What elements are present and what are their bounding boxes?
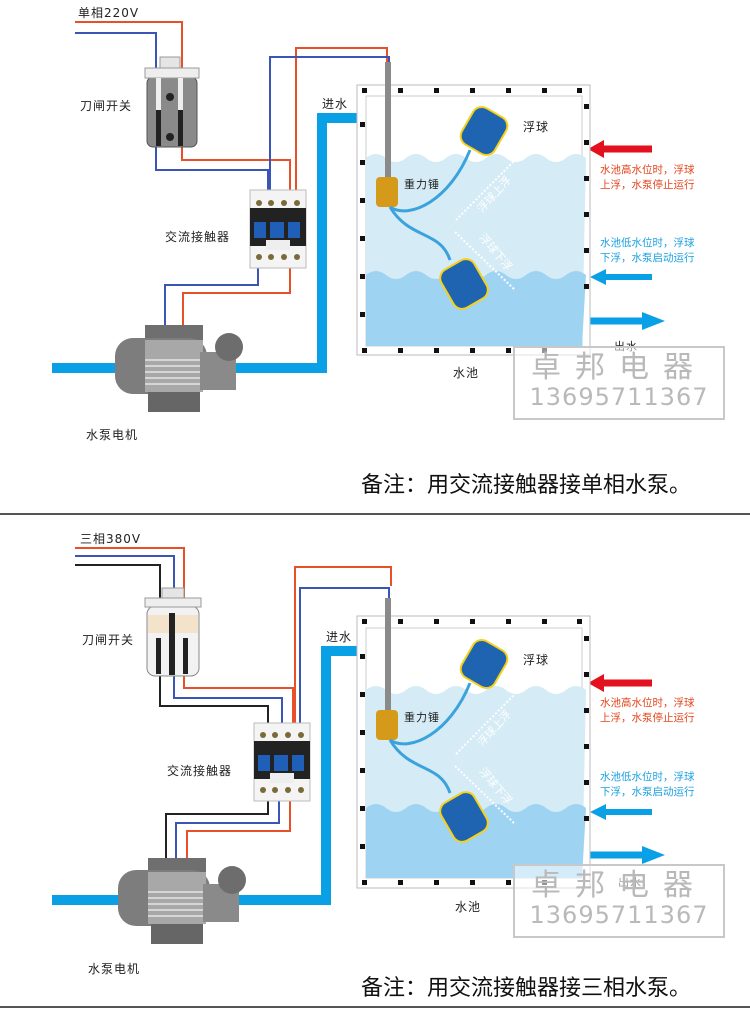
tank-label: 水池 — [455, 900, 482, 914]
wire-red-input — [75, 21, 291, 195]
pump-motor — [115, 325, 243, 412]
three-phase-diagram: 三相380V 刀闸开关 交流接触器 水泵电机 进水 浮球 重力锤 浮球上浮 浮球… — [0, 518, 750, 1009]
low-water-note: 水池低水位时，浮球 下浮，水泵启动运行 — [600, 237, 695, 264]
float-label: 浮球 — [523, 653, 550, 667]
float-down-path — [454, 765, 516, 825]
wire-red-float — [295, 47, 388, 195]
float-down-path — [454, 231, 516, 291]
switch-label: 刀闸开关 — [80, 99, 133, 113]
remark: 备注：用交流接触器接单相水泵。 — [361, 473, 692, 498]
outlet-arrow — [642, 846, 665, 864]
knife-switch — [144, 587, 202, 677]
wire-blue-motor — [164, 268, 259, 325]
tank-label: 水池 — [453, 366, 480, 380]
wire-blue-float — [269, 56, 390, 195]
weight-block — [376, 177, 398, 207]
wire-red-motor — [182, 268, 291, 325]
float-cable-lower — [388, 739, 452, 794]
knife-switch — [144, 56, 200, 148]
high-water-note: 水池高水位时，浮球 上浮，水泵停止运行 — [600, 697, 695, 724]
float-ball-low — [439, 791, 489, 843]
pipe-discharge — [235, 646, 368, 905]
float-cable-upper — [389, 682, 472, 746]
ac-contactor — [249, 189, 307, 269]
power-label: 单相220V — [78, 6, 140, 20]
motor-label: 水泵电机 — [88, 962, 141, 976]
inlet-label: 进水 — [322, 97, 349, 111]
single-phase-diagram: 单相220V 刀闸开关 交流接触器 水泵电机 进水 浮球 重力锤 浮球上浮 浮球… — [52, 6, 725, 498]
red-arrow-head — [588, 674, 604, 692]
divider — [0, 1006, 750, 1008]
wire-blue-input — [75, 32, 269, 195]
divider — [0, 513, 750, 515]
weight-label: 重力锤 — [404, 711, 440, 724]
remark: 备注：用交流接触器接三相水泵。 — [361, 976, 692, 1001]
float-rod — [385, 62, 391, 177]
weight-label: 重力锤 — [404, 178, 440, 191]
wire-black-input — [75, 564, 269, 723]
water-tank — [356, 615, 591, 889]
low-water-note: 水池低水位时，浮球 下浮，水泵启动运行 — [600, 771, 695, 798]
float-ball-high — [459, 638, 509, 690]
outlet-arrow — [642, 312, 665, 330]
ac-contactor — [253, 722, 311, 802]
blue-arrow-head — [590, 804, 606, 820]
float-cable-upper — [389, 149, 472, 213]
inlet-label: 进水 — [326, 630, 353, 644]
pipe-discharge — [235, 113, 368, 373]
wire-red-input — [75, 547, 294, 723]
pump-motor — [118, 858, 246, 944]
three-phase-schematic — [52, 547, 665, 944]
blue-arrow-head — [590, 269, 606, 285]
power-label: 三相380V — [80, 532, 142, 546]
wire-blue-float — [299, 587, 390, 723]
high-water-note: 水池高水位时，浮球 上浮，水泵停止运行 — [600, 164, 695, 191]
contactor-label: 交流接触器 — [165, 230, 231, 244]
single-phase-schematic — [52, 21, 665, 412]
watermark: 卓邦电器 13695711367 — [513, 864, 725, 938]
wire-blue-motor — [175, 796, 280, 858]
wire-black-motor — [165, 796, 269, 858]
weight-block — [376, 710, 398, 740]
float-rod — [385, 598, 391, 710]
switch-label: 刀闸开关 — [82, 633, 135, 647]
float-ball-high — [459, 105, 509, 157]
float-ball-low — [439, 258, 489, 310]
motor-label: 水泵电机 — [86, 428, 139, 442]
red-arrow-head — [588, 140, 604, 158]
float-cable-lower — [388, 206, 452, 261]
float-label: 浮球 — [523, 120, 550, 134]
contactor-label: 交流接触器 — [167, 764, 233, 778]
wire-red-float — [294, 566, 392, 723]
watermark: 卓邦电器 13695711367 — [513, 346, 725, 420]
wire-red-motor — [186, 796, 291, 858]
wire-blue-input — [75, 555, 283, 723]
